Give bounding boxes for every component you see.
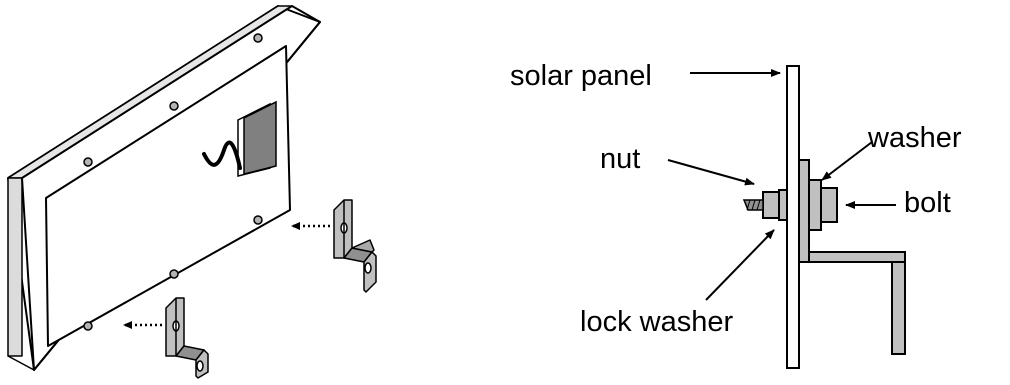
panel-outer-border: [21, 5, 321, 371]
mounting-hole: [169, 101, 179, 111]
z-bracket-icon: [333, 199, 377, 293]
mounting-hole: [83, 321, 93, 331]
panel-bottom-edge: [7, 355, 35, 371]
mounting-holes: [83, 33, 263, 331]
mounting-hole: [253, 215, 263, 225]
mounting-hole: [169, 269, 179, 279]
nut-leader: [667, 159, 755, 186]
angle-bracket: [798, 159, 906, 355]
cable-icon: [202, 140, 242, 170]
mounting-hole: [253, 33, 263, 43]
panel-inner-border: [45, 45, 291, 347]
washer-leader: [821, 141, 873, 181]
nut-part: [762, 191, 780, 219]
mounting-hole: [83, 157, 93, 167]
washer-label: washer: [868, 122, 962, 154]
solar-panel-label: solar panel: [510, 60, 652, 92]
junction-box-icon: [202, 100, 277, 177]
bolt-head: [820, 187, 838, 223]
z-bracket-icon: [165, 297, 209, 379]
nut-label: nut: [600, 143, 641, 175]
lock-washer-leader: [705, 229, 775, 301]
bolt-shaft: [742, 199, 764, 211]
panel-left-edge: [7, 177, 23, 357]
washer-part: [808, 179, 822, 231]
bolt-label: bolt: [904, 187, 951, 219]
lock-washer-label: lock washer: [580, 306, 734, 338]
panel-frame: [7, 5, 321, 371]
lock-washer-part: [778, 189, 788, 221]
panel-section: [786, 65, 800, 369]
